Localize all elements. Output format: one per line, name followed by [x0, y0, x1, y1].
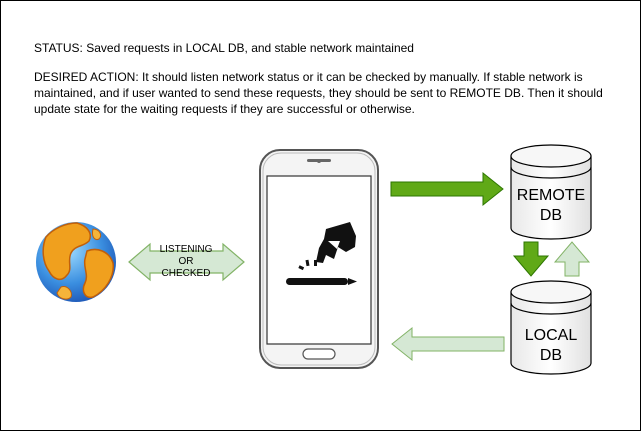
local-db-cylinder: LOCAL DB [510, 280, 592, 375]
remote-db-label-line1: REMOTE [517, 187, 585, 204]
globe-icon [36, 222, 116, 302]
status-text: STATUS: Saved requests in LOCAL DB, and … [34, 41, 414, 55]
network-double-arrow: LISTENING OR CHECKED [128, 242, 245, 282]
arrow-to-remote-db [390, 171, 504, 207]
desired-action-text: DESIRED ACTION: It should listen network… [34, 70, 603, 116]
network-arrow-label-or: OR [179, 256, 194, 267]
network-arrow-label-listening: LISTENING [160, 244, 213, 255]
touch-hand-icon [286, 222, 357, 285]
remote-db-label-line2: DB [540, 207, 562, 224]
local-db-label-line1: LOCAL [525, 327, 578, 344]
arrow-down-to-local-db [512, 241, 550, 277]
local-db-label-line2: DB [540, 347, 562, 364]
network-arrow-label-checked: CHECKED [162, 268, 211, 279]
remote-db-cylinder: REMOTE DB [510, 144, 592, 240]
arrow-local-db-to-phone [391, 326, 505, 362]
arrow-up-to-remote-db [553, 241, 591, 277]
